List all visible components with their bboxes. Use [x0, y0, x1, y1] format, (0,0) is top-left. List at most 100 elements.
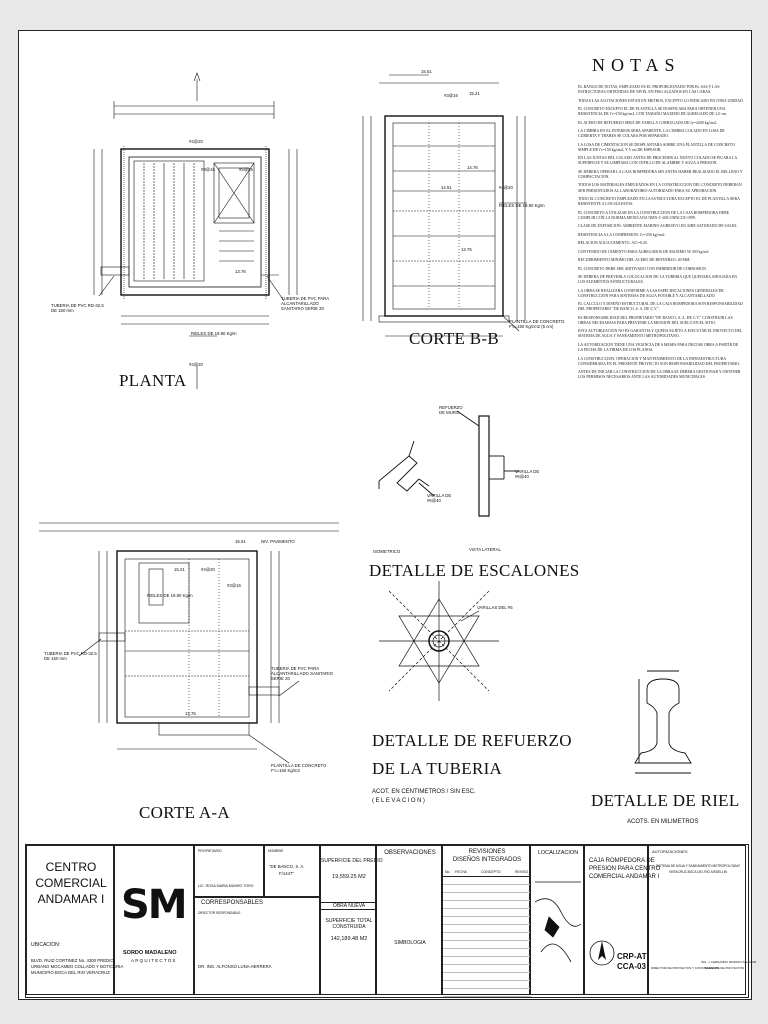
escalones-title: DETALLE DE ESCALONES [369, 561, 580, 580]
escalones-label-1: REFUERZO DE MURO [439, 405, 463, 415]
notas-title: NOTAS [592, 55, 681, 75]
corte-aa-label-9: PLANTILLA DE CONCRETO F'c=150 Kg/m2 [271, 763, 327, 773]
project-cell: CENTRO COMERCIAL ANDAMAR I UBICACION: BL… [26, 845, 123, 995]
sm-logo: SM [121, 882, 188, 928]
corte-aa-label-10: 13.76 [185, 711, 196, 716]
nota-item: EL CONCRETO DEBE SER ADITIVADO CON INHIB… [578, 266, 707, 271]
nota-item: SE DEBERA OPERAR LA CAJA ROMPEDORA SIN A… [578, 169, 743, 179]
corte-bb-label-9: PLANTILLA DE CONCRETO F'c=150 Kg/cm2 (5 … [509, 319, 565, 329]
nombre-value-2: F/1447" [279, 871, 294, 876]
corte-aa-svg [39, 522, 339, 764]
rev-col1: No. [445, 870, 451, 874]
nombre-label: NOMBRE [268, 849, 284, 853]
nota-item: LA CONSTRUCCION, OPERACION Y MANTENIMIEN… [578, 356, 740, 366]
propietario-label: PROPIETARIO [198, 849, 222, 853]
logo-sub1: SORDO MADALENO [123, 950, 177, 956]
corte-aa-label-7: TUBERIA DE PVC RD-32.5 DE 150 mm [44, 651, 97, 661]
planta-label-5: TUBERIA DE PVC PARA ALCANTARILLADO SANIT… [281, 296, 329, 311]
autorizaciones-cell: AUTORIZACIONES SISTEMA DE AGUA Y SANEAMI… [648, 845, 756, 995]
firma-2: ING. J. FERNANDO MORATO SALAZAR [701, 960, 757, 964]
tuberia-subtitle-line1: ACOT. EN CENTIMETROS / SIN ESC. [372, 789, 476, 795]
north-arrow-icon [589, 940, 615, 966]
revisiones-cell: REVISIONES DISEÑOS INTEGRADOS No. FECHA … [442, 845, 531, 997]
ubicacion-text-2: URBANO MOCAMBO COLLADO Y BOTICARIA [31, 964, 124, 969]
planta-label-2: #3@16 [201, 167, 215, 172]
sheet-code-1: CRP-AT [617, 952, 647, 961]
corte-aa-label-8: TUBERIA DE PVC PARA ALCANTARILLADO SANIT… [271, 666, 333, 681]
nota-item: SE DEBERA DE PREVERLA COLOCACION DE LA T… [578, 275, 738, 285]
localizacion-cell: LOCALIZACION [530, 845, 584, 995]
localizacion-map [534, 881, 582, 963]
ubicacion-text-3: MUNICIPIO BOCA DEL RIO VERACRUZ [31, 970, 110, 975]
rev-col3: CONCEPTO [481, 870, 501, 874]
tuberia-title-line1: DETALLE DE REFUERZO [372, 731, 572, 750]
director-label: DIRECTOR RESPONSABLE [198, 911, 241, 915]
corte-aa-label-4: #4@20 [201, 567, 215, 572]
localizacion-label: LOCALIZACION [537, 850, 579, 856]
riel-svg [634, 670, 692, 774]
sheet-title-2: PRESION PARA CENTRO [589, 866, 661, 872]
escalones-label-5: VISTA LATERAL [469, 547, 501, 552]
corte-bb-label-5: RIELES DE 19.80 Kg/m [499, 203, 545, 208]
sas-line2: VERACRUZ-BOCA DEL RIO-MEDELLIN [669, 870, 727, 874]
corte-aa-drawing: 15.51 NIV. PAVIMENTO 15.21 #4@20 #3@16 R… [39, 501, 339, 822]
planta-label-3: #5@16 [239, 167, 253, 172]
logo-cell: SM SORDO MADALENO ARQUITECTOS [114, 845, 194, 995]
corte-bb-label-3: #3@16 [444, 93, 458, 98]
tuberia-title-line2: DE LA TUBERIA [372, 759, 503, 778]
nota-item: EL CALCULO Y DISEÑO ESTRUCTURAL DE LA CA… [578, 302, 743, 312]
nota-item: EL ACERO DE REFUERZO SERA DE VARILLA COR… [578, 120, 718, 125]
corte-bb-label-7: 14.51 [441, 185, 452, 190]
corte-bb-svg [362, 74, 527, 337]
nombre-value-1: "DE BANCO, S. A. [269, 864, 305, 869]
corte-aa-label-6: RIELES DE 19.80 Kg/m [147, 593, 193, 598]
corresponsables-cell: CORRESPONSABLES DIRECTOR RESPONSABLE DR.… [194, 897, 320, 995]
superficie-total-label: SUPERFICIE TOTAL CONSTRUIDA [325, 918, 373, 930]
nota-item: LA AUTORIZACION TIENE UNA VIGENCIA DE 6 … [578, 342, 739, 353]
obra-nueva: OBRA NUEVA [321, 902, 377, 910]
planta-title: PLANTA [119, 371, 187, 390]
nota-item: LA CIMBRA EN EL INTERIOR SERA APARENTE, … [578, 129, 725, 139]
notas-panel: NOTAS EL RANGO DE NOTAS, EMPLEADO ES EL … [574, 55, 749, 635]
firma-1: DIRECTOR DE PROYECTOS Y CONSTRUCCION [651, 966, 720, 970]
nota-item: LA OBRA SE REALIZARA CONFORME A LAS ESPE… [578, 288, 724, 298]
superficie-predio-label: SUPERFICIE DEL PREDIO [321, 858, 383, 864]
sheet-title-1: CAJA ROMPEDORA DE [589, 858, 655, 864]
nota-item: ESTA AUTORIZACION NO ES GARANTIA Y QUEDA… [578, 329, 743, 339]
revisiones-line1: REVISIONES [468, 849, 506, 855]
superficie-predio-value: 19,559.25 M2 [332, 874, 366, 880]
rev-col2: FECHA [455, 870, 467, 874]
observaciones-cell: OBSERVACIONES SIMBOLOGIA [376, 845, 442, 995]
corte-aa-title: CORTE A-A [139, 803, 230, 822]
nota-item: TODOS LOS MATERIALES EMPLEADOS EN LA CON… [578, 183, 742, 193]
superficie-cell: SUPERFICIE DEL PREDIO 19,559.25 M2 OBRA … [320, 845, 383, 995]
director-name: DR. ING. ALFONSO LUNA HERRERA [198, 964, 272, 969]
corresponsables-label: CORRESPONSABLES [201, 900, 264, 906]
rev-col4: REVISO [515, 870, 529, 874]
corte-aa-label-2: NIV. PAVIMENTO [261, 539, 295, 544]
sheet-title-3: COMERCIAL ANDAMAR I [589, 874, 660, 880]
planta-drawing: #4@20 #3@16 #5@16 TUBERIA DE PVC RD-32.5… [39, 71, 339, 391]
ubicacion-label: UBICACION: [31, 942, 61, 948]
notas-list: EL RANGO DE NOTAS, EMPLEADO ES EL PROPOR… [578, 85, 744, 384]
autorizaciones-label: AUTORIZACIONES [652, 849, 688, 854]
riel-drawing: DETALLE DE RIEL ACOTS. EN MILIMETROS [579, 661, 749, 831]
project-line2: COMERCIAL [35, 876, 107, 890]
nota-item: CONTENIDO DE CEMENTO PARA AGREGADOS DE M… [578, 249, 710, 254]
corte-bb-drawing: 15.51 15.21 #3@16 #4@20 RIELES DE 19.80 … [349, 61, 564, 361]
project-line1: CENTRO [45, 860, 97, 874]
planta-svg [93, 72, 298, 389]
tuberia-subtitle-line2: (ELEVACION) [372, 798, 427, 804]
tuberia-svg [379, 581, 499, 701]
sheet-title-cell: CAJA ROMPEDORA DE PRESION PARA CENTRO CO… [584, 845, 660, 995]
drawing-sheet: #4@20 #3@16 #5@16 TUBERIA DE PVC RD-32.5… [18, 30, 756, 1000]
firma-3: GERENTE DE PROYECTOS [705, 966, 745, 970]
propietario-cell: PROPIETARIO LIC. ROSA MARIA MUNRO TORO [194, 845, 264, 897]
nota-item: EL CONCRETO EXCEPTO EL DE PLANTILLA SE D… [578, 107, 728, 117]
corte-bb-label-4: #4@20 [499, 185, 513, 190]
corte-bb-title: CORTE B-B [409, 329, 499, 348]
corte-aa-label-5: #3@16 [227, 583, 241, 588]
escalones-svg [378, 410, 519, 517]
riel-subtitle: ACOTS. EN MILIMETROS [627, 819, 699, 825]
nota-item: ANTES DE INICIAR LA CONSTRUCCION DE LA O… [578, 370, 741, 380]
